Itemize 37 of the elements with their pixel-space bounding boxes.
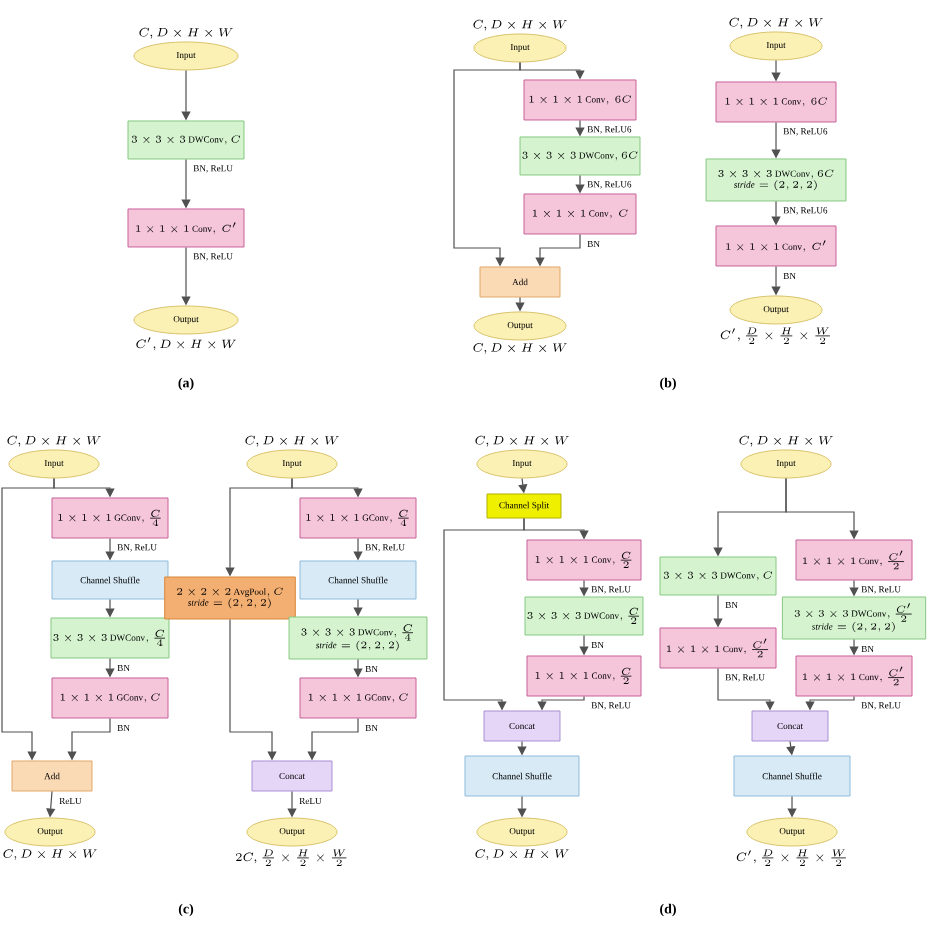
shape-label: $C, D\times H\times W$ [475, 849, 569, 860]
shape-label: $C, D\times H\times W$ [3, 849, 97, 860]
layer-box: $\begin{array}{c}3\times3\times3\ \mathrm{DWConv}, \frac{C}{4}\\ \mathit{stride}=(2,2,2)\end{array}$ [288, 616, 428, 660]
layer-box: $3\times3\times3\ \mathrm{DWConv}, \frac{C}{4}$ [50, 617, 170, 659]
layer-box: $1\times1\times1\ \mathrm{Conv},\ C'$ [127, 208, 245, 248]
shape-label: $C, D\times H\times W$ [245, 435, 339, 447]
shape-label: $C, D\times H\times W$ [729, 17, 823, 29]
layer-box: $1\times1\times1\ \mathrm{Conv},\ 6C$ [715, 81, 837, 123]
layer-box: $3\times3\times3\ \mathrm{DWConv}, \frac{C}{2}$ [524, 596, 644, 636]
layer-box: $1\times1\times1\ \mathrm{GConv}, C$ [51, 677, 169, 719]
shape-label: $C, D\times H\times W$ [473, 19, 567, 31]
layer-box: $3\times3\times3\ \mathrm{DWConv}, C$ [127, 120, 245, 160]
shape-label: $C', \frac{D}{2}\times\frac{H}{2}\times\frac{W}{2}$ [736, 849, 846, 867]
shape-label: $C, D\times H\times W$ [739, 435, 833, 447]
layer-box: $1\times1\times1\ \mathrm{GConv}, C$ [299, 677, 417, 719]
layer-box: $\begin{array}{c}3\times3\times3\ \mathrm{DWConv}, 6C\\ \mathit{stride}=(2,2,2)\end{array}$ [705, 158, 847, 202]
layer-box: $1\times1\times1\ \mathrm{Conv}, \frac{C'}{2}$ [795, 655, 913, 697]
layer-box: $1\times1\times1\ \mathrm{Conv},\ 6C$ [523, 79, 637, 121]
shape-label: $C', \frac{D}{2}\times\frac{H}{2}\times\frac{W}{2}$ [720, 327, 830, 344]
layer-box: $\begin{array}{c}2\times2\times2\ \mathrm{AvgPool}, C\\ \mathit{stride}=(2,2,2)\end{array}$ [164, 576, 296, 620]
shape-label: $C, D\times H\times W$ [473, 343, 567, 354]
layer-box: $3\times3\times3\ \mathrm{DWConv}, 6C$ [519, 136, 641, 176]
layer-box: $1\times1\times1\ \mathrm{Conv}, \frac{C}{2}$ [526, 539, 642, 581]
layer-box: $1\times1\times1\ \mathrm{Conv}, \frac{C'}{2}$ [795, 539, 913, 581]
shape-label: $C, D\times H\times W$ [475, 435, 569, 447]
layer-box: $1\times1\times1\ \mathrm{GConv}, \frac{C}{4}$ [299, 497, 417, 539]
shape-label: $C, D\times H\times W$ [139, 27, 233, 39]
shape-label: $C, D\times H\times W$ [7, 435, 101, 447]
layer-box: $3\times3\times3\ \mathrm{DWConv}, C$ [659, 556, 777, 596]
layer-box: $1\times1\times1\ \mathrm{GConv}, \frac{C}{4}$ [51, 497, 169, 539]
layer-box: $1\times1\times1\ \mathrm{Conv}, \frac{C'}{2}$ [659, 627, 777, 669]
layer-box: $\begin{array}{c}3\times3\times3\ \mathrm{DWConv}, \frac{C'}{2}\\ \mathit{stride}=(2,2,2)\end{array}$ [781, 596, 927, 640]
layer-box: $1\times1\times1\ \mathrm{Conv},\ C$ [523, 193, 637, 235]
layer-box: $1\times1\times1\ \mathrm{Conv},\ C'$ [715, 225, 837, 267]
shape-label: $2C, \frac{D}{2}\times\frac{H}{2}\times\frac{W}{2}$ [236, 849, 347, 867]
layer-box: $1\times1\times1\ \mathrm{Conv}, \frac{C}{2}$ [526, 655, 642, 697]
shape-label: $C', D\times H\times W$ [136, 337, 236, 351]
